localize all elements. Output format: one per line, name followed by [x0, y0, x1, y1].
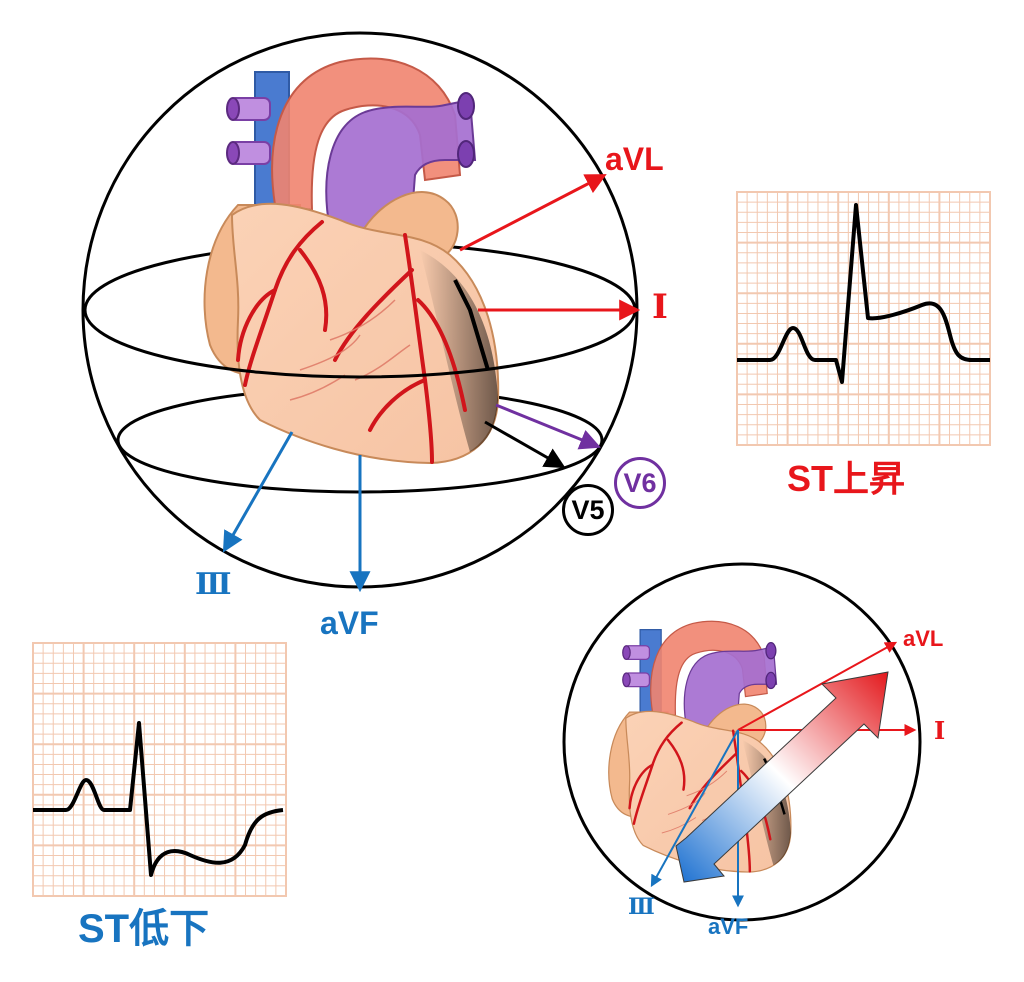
ecg-st-elevation [736, 191, 991, 446]
lead-v5-arrow [484, 420, 566, 469]
inset-diagram [562, 562, 922, 922]
main-heart-illustration [202, 56, 501, 465]
ecg-grid [736, 191, 991, 446]
label-v5: V5 [562, 484, 614, 536]
lead-avl-arrow [459, 174, 607, 252]
inset-label-avl: aVL [903, 626, 944, 651]
inset-label-lead-iii: Ⅲ [628, 894, 655, 919]
label-lead-i: Ⅰ [652, 289, 668, 326]
ecg-grid [32, 642, 287, 897]
ecg-st-depression [32, 642, 287, 897]
label-avf: aVF [320, 605, 379, 641]
ecg-st-elevation-trace [737, 203, 990, 384]
label-v6: V6 [614, 457, 666, 509]
caption-st-depression: ST低下 [78, 907, 210, 951]
ecg-st-depression-trace [33, 721, 284, 877]
inset-current-of-injury-arrow [675, 671, 889, 883]
frontal-plane-ring-front [83, 309, 637, 379]
inset-label-lead-i: Ⅰ [934, 719, 946, 745]
lead-v6-arrow [495, 403, 601, 450]
label-lead-iii: Ⅲ [195, 568, 232, 601]
lead-iii-arrow [222, 431, 294, 553]
inset-label-avf: aVF [708, 914, 749, 939]
caption-st-elevation: ST上昇 [787, 458, 906, 499]
label-avl: aVL [605, 141, 664, 177]
inset-lead-avl-arrow [737, 641, 898, 731]
inset-lead-iii-arrow [650, 729, 739, 888]
main-diagram [81, 31, 641, 593]
